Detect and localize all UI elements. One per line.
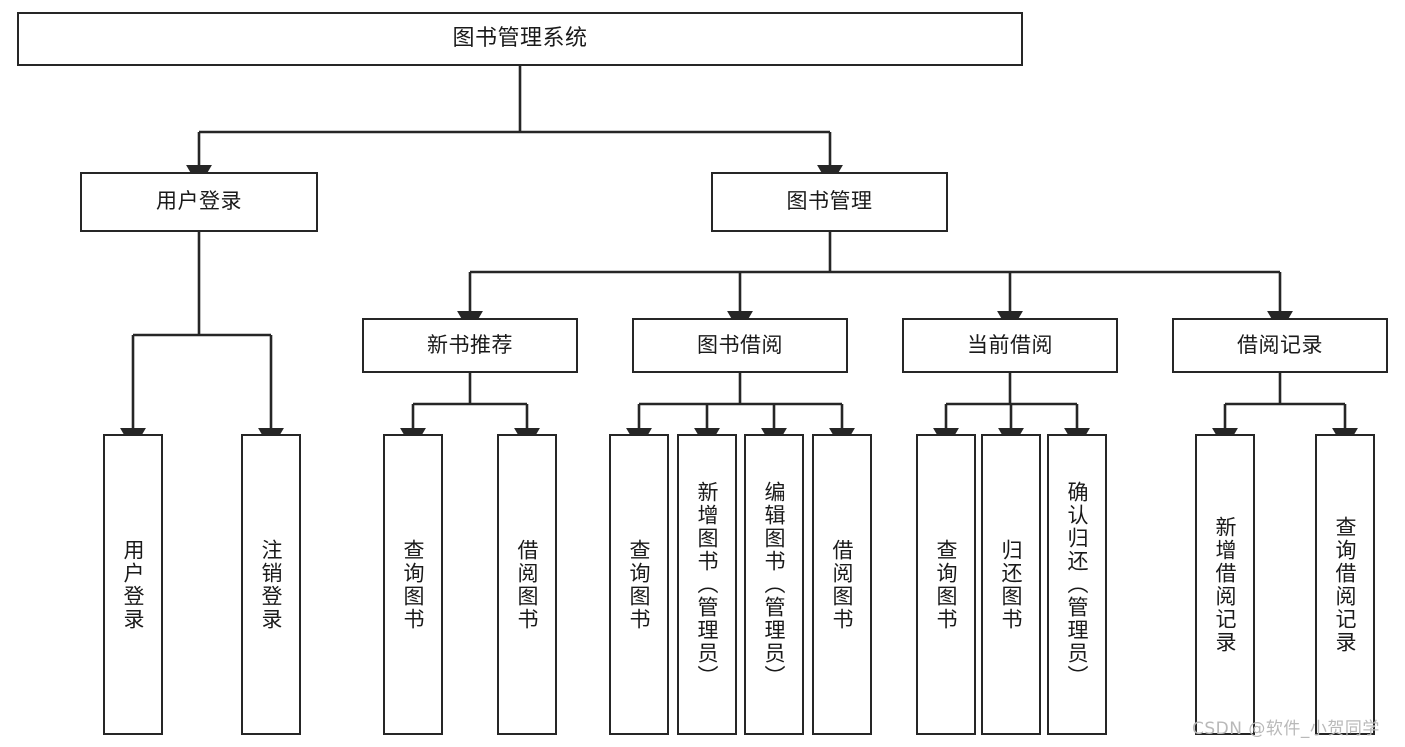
node-leaf-return-book[interactable]: 归还图书 [981, 434, 1041, 735]
node-leaf-borrow-book-1-label: 借阅图书 [515, 538, 540, 631]
node-root-label: 图书管理系统 [452, 25, 588, 51]
node-book-borrow[interactable]: 图书借阅 [632, 318, 848, 373]
node-leaf-borrow-book-2[interactable]: 借阅图书 [812, 434, 872, 735]
node-leaf-confirm-return[interactable]: 确认归还（管理员） [1047, 434, 1107, 735]
node-leaf-add-book[interactable]: 新增图书（管理员） [677, 434, 737, 735]
node-leaf-confirm-return-label: 确认归还（管理员） [1065, 481, 1090, 688]
node-leaf-query-book-2[interactable]: 查询图书 [609, 434, 669, 735]
node-leaf-user-login-label: 用户登录 [121, 538, 146, 631]
node-root[interactable]: 图书管理系统 [17, 12, 1023, 66]
node-current-borrow[interactable]: 当前借阅 [902, 318, 1118, 373]
node-book-borrow-label: 图书借阅 [697, 332, 783, 357]
node-borrow-record[interactable]: 借阅记录 [1172, 318, 1388, 373]
node-leaf-query-book-3-label: 查询图书 [934, 538, 959, 631]
node-user-login-label: 用户登录 [156, 189, 242, 214]
node-book-manage[interactable]: 图书管理 [711, 172, 948, 232]
node-leaf-return-book-label: 归还图书 [999, 538, 1024, 631]
node-leaf-query-book-2-label: 查询图书 [627, 538, 652, 631]
node-user-login[interactable]: 用户登录 [80, 172, 318, 232]
node-new-book-recommend-label: 新书推荐 [427, 332, 513, 357]
node-leaf-edit-book[interactable]: 编辑图书（管理员） [744, 434, 804, 735]
node-leaf-query-book-3[interactable]: 查询图书 [916, 434, 976, 735]
node-leaf-user-login[interactable]: 用户登录 [103, 434, 163, 735]
node-leaf-query-record[interactable]: 查询借阅记录 [1315, 434, 1375, 735]
node-leaf-add-record-label: 新增借阅记录 [1213, 515, 1238, 654]
node-borrow-record-label: 借阅记录 [1237, 332, 1323, 357]
node-leaf-edit-book-label: 编辑图书（管理员） [762, 481, 787, 688]
node-current-borrow-label: 当前借阅 [967, 332, 1053, 357]
node-book-manage-label: 图书管理 [786, 189, 873, 214]
node-leaf-add-record[interactable]: 新增借阅记录 [1195, 434, 1255, 735]
node-leaf-query-book-1[interactable]: 查询图书 [383, 434, 443, 735]
node-leaf-query-book-1-label: 查询图书 [401, 538, 426, 631]
watermark: CSDN @软件_小贺同学 [1192, 719, 1380, 739]
node-leaf-logout-login-label: 注销登录 [259, 538, 284, 631]
node-leaf-borrow-book-1[interactable]: 借阅图书 [497, 434, 557, 735]
node-leaf-query-record-label: 查询借阅记录 [1333, 515, 1358, 654]
node-new-book-recommend[interactable]: 新书推荐 [362, 318, 578, 373]
node-leaf-logout-login[interactable]: 注销登录 [241, 434, 301, 735]
node-leaf-add-book-label: 新增图书（管理员） [695, 481, 720, 688]
node-leaf-borrow-book-2-label: 借阅图书 [830, 538, 855, 631]
